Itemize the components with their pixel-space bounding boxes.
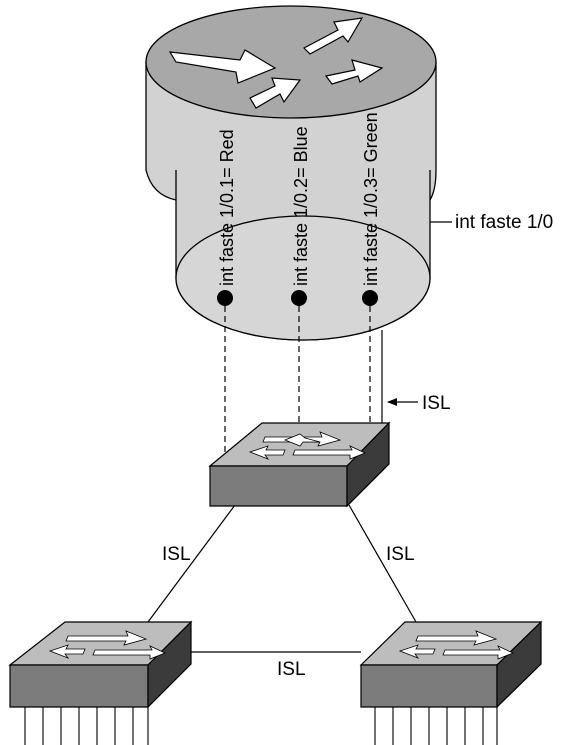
left-trunk-label: ISL — [162, 544, 191, 565]
physical-interface-label: int faste 1/0 — [455, 212, 553, 233]
subinterface-3-label: int faste 1/0.3= Green — [361, 112, 381, 286]
left-switch — [8, 620, 193, 745]
left-switch-side — [147, 620, 192, 709]
subinterface-1-dot — [217, 290, 233, 306]
top-switch — [208, 421, 391, 508]
router-interface-face — [175, 215, 431, 341]
right-switch-side — [496, 620, 542, 709]
top-switch-front — [209, 465, 348, 507]
subinterface-2-label: int faste 1/0.2= Blue — [291, 126, 311, 286]
left-switch-arrows-icon — [48, 630, 167, 660]
top-switch-arrows-icon — [248, 431, 367, 460]
router-top-face — [145, 5, 437, 119]
bottom-trunk-label: ISL — [277, 659, 306, 680]
right-switch-front — [360, 664, 498, 708]
router-arrows-icon — [168, 17, 384, 109]
router-trunk-link — [224, 306, 383, 455]
right-trunk-line — [348, 504, 417, 623]
right-trunk-label: ISL — [386, 544, 415, 565]
subinterface-3-dot — [362, 290, 378, 306]
right-switch-arrows-icon — [398, 630, 515, 660]
left-trunk-line — [147, 504, 236, 623]
left-switch-ports — [24, 707, 149, 745]
left-switch-front — [9, 664, 149, 708]
top-switch-side — [346, 421, 390, 508]
right-switch-ports — [374, 707, 498, 745]
right-switch — [359, 620, 543, 745]
subinterface-1-label: int faste 1/0.1= Red — [217, 129, 237, 286]
subinterface-2-dot — [291, 290, 307, 306]
router-trunk-label: ISL — [422, 393, 451, 414]
